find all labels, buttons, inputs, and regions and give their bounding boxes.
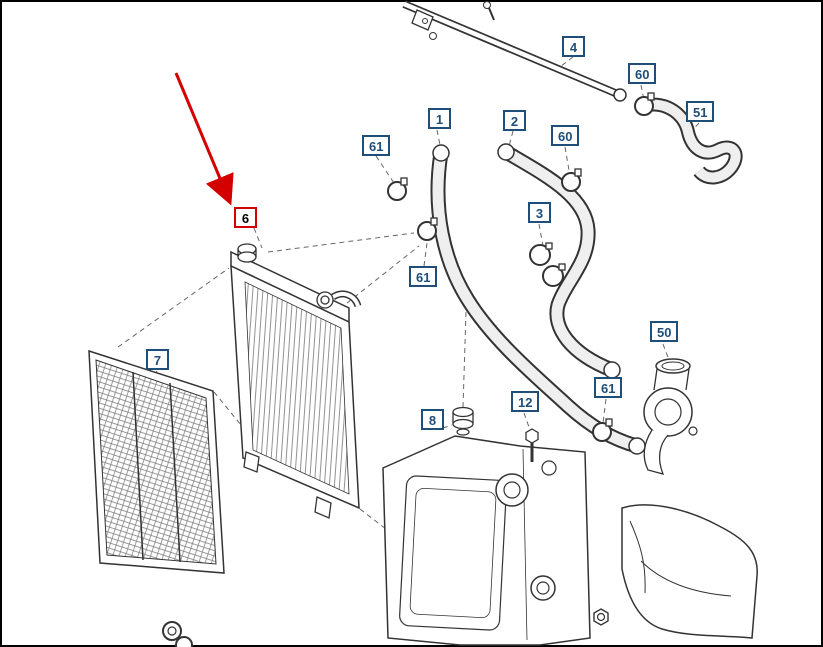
nut [593,608,609,626]
washer-rings [162,621,193,647]
part-label-4[interactable]: 4 [562,36,585,57]
part-label-61-upper[interactable]: 61 [362,135,391,156]
coolant-pipe [402,0,627,102]
part-label-60-mid[interactable]: 60 [551,125,580,146]
part-label-61-lower[interactable]: 61 [594,377,623,398]
mounting-bracket [382,435,591,646]
part-label-60-top[interactable]: 60 [628,63,657,84]
part-label-2[interactable]: 2 [503,110,526,131]
highlight-arrow [174,72,234,206]
fan-grille [88,349,225,574]
grommet-part-8 [452,406,474,436]
air-duct-shield [621,504,758,639]
hose-clamps [387,92,655,442]
radiator-fittings [237,243,362,309]
part-label-7[interactable]: 7 [146,349,169,370]
hose-ends [432,143,646,455]
part-label-8[interactable]: 8 [421,409,444,430]
part-label-12[interactable]: 12 [511,391,540,412]
connector-part-3 [529,242,566,287]
part-label-1[interactable]: 1 [428,108,451,129]
part-label-3[interactable]: 3 [528,202,551,223]
part-label-51[interactable]: 51 [686,101,715,122]
bolt-part-12 [525,428,539,462]
hose-2 [502,145,615,377]
part-label-6[interactable]: 6 [234,207,257,228]
part-label-50[interactable]: 50 [650,321,679,342]
hose-51 [638,97,743,185]
thermostat-housing [643,358,698,475]
part-label-61-mid[interactable]: 61 [409,266,438,287]
radiator [230,243,362,519]
